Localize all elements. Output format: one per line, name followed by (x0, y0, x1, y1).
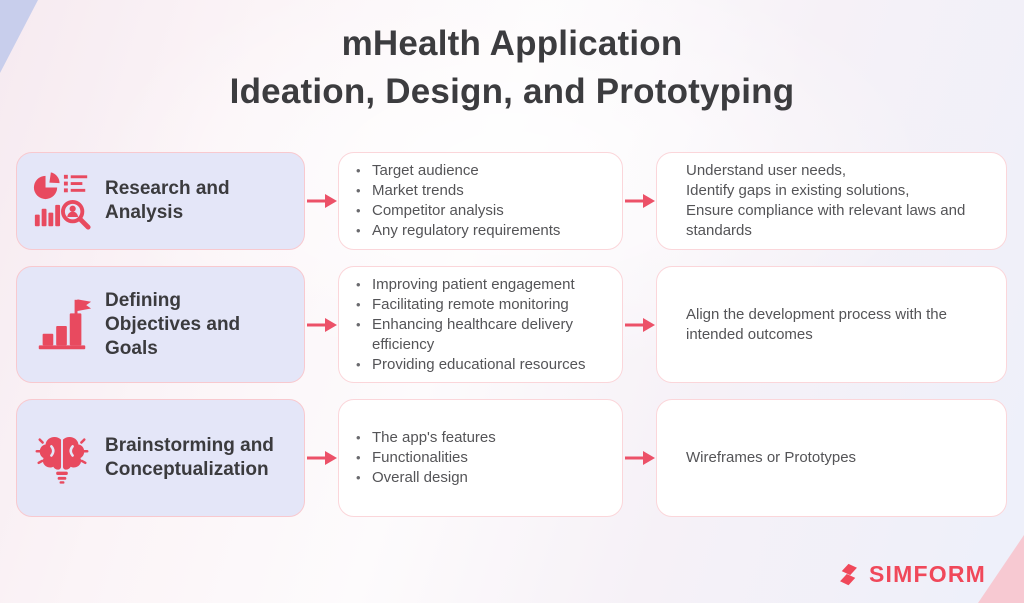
bullet-item: Target audience (356, 161, 560, 181)
text-line: Understand user needs, (686, 162, 847, 179)
detail-box-objectives: Improving patient engagementFacilitating… (338, 266, 623, 383)
arrow-right-icon (624, 317, 655, 332)
outcome-text: Wireframes or Prototypes (686, 448, 856, 468)
objectives-goals-icon (38, 298, 92, 349)
page-title: mHealth Application Ideation, Design, an… (0, 20, 1024, 116)
arrow-right-icon (624, 451, 655, 465)
page-title-line1: mHealth Application (341, 24, 683, 63)
outcome-text: Understand user needs, Identify gaps in e… (686, 161, 988, 241)
text-line: Analysis (105, 202, 184, 223)
bullet-item: The app's features (356, 428, 496, 448)
text-line: Defining (105, 289, 181, 311)
text-line: Objectives and (105, 313, 241, 335)
page-title-line2: Ideation, Design, and Prototyping (229, 72, 795, 111)
text-line: Goals (105, 337, 158, 359)
bullet-item: Enhancing healthcare delivery efficiency (356, 315, 612, 355)
bullet-item: Functionalities (356, 448, 496, 468)
text-line: Conceptualization (105, 459, 269, 480)
research-analysis-icon (33, 172, 91, 230)
outcome-box-objectives: Align the development process with the i… (656, 266, 1007, 383)
bullet-item: Competitor analysis (356, 201, 560, 221)
detail-list: The app's featuresFunctionalitiesOverall… (339, 428, 506, 488)
detail-list: Improving patient engagementFacilitating… (339, 275, 622, 375)
detail-list: Target audienceMarket trendsCompetitor a… (339, 161, 570, 241)
text-line: Wireframes or Prototypes (686, 449, 857, 466)
bullet-item: Improving patient engagement (356, 275, 612, 295)
simform-logo-text: SIMFORM (869, 561, 986, 587)
outcome-box-brainstorming: Wireframes or Prototypes (656, 399, 1007, 517)
bullet-item: Market trends (356, 181, 560, 201)
arrow-right-icon (624, 194, 655, 208)
bullet-item: Overall design (356, 468, 496, 488)
text-line: Research and (105, 178, 230, 199)
brainstorming-icon (35, 436, 89, 484)
text-line: Ensure compliance with relevant laws and… (686, 202, 966, 239)
simform-logo-icon (840, 563, 857, 586)
detail-box-brainstorming: The app's featuresFunctionalitiesOverall… (338, 399, 623, 517)
arrow-right-icon (306, 317, 337, 332)
bullet-item: Facilitating remote monitoring (356, 295, 612, 315)
bullet-item: Any regulatory requirements (356, 221, 560, 241)
text-line: Brainstorming and (105, 435, 274, 456)
bullet-item: Providing educational resources (356, 355, 612, 375)
text-line: Identify gaps in existing solutions, (686, 182, 910, 199)
outcome-box-research: Understand user needs, Identify gaps in e… (656, 152, 1007, 250)
simform-logo: SIMFORM (835, 560, 986, 589)
text-line: Align the development process with the i… (686, 305, 947, 343)
arrow-right-icon (306, 451, 337, 465)
detail-box-research: Target audienceMarket trendsCompetitor a… (338, 152, 623, 250)
outcome-text: Align the development process with the i… (686, 305, 988, 345)
arrow-right-icon (306, 194, 337, 208)
